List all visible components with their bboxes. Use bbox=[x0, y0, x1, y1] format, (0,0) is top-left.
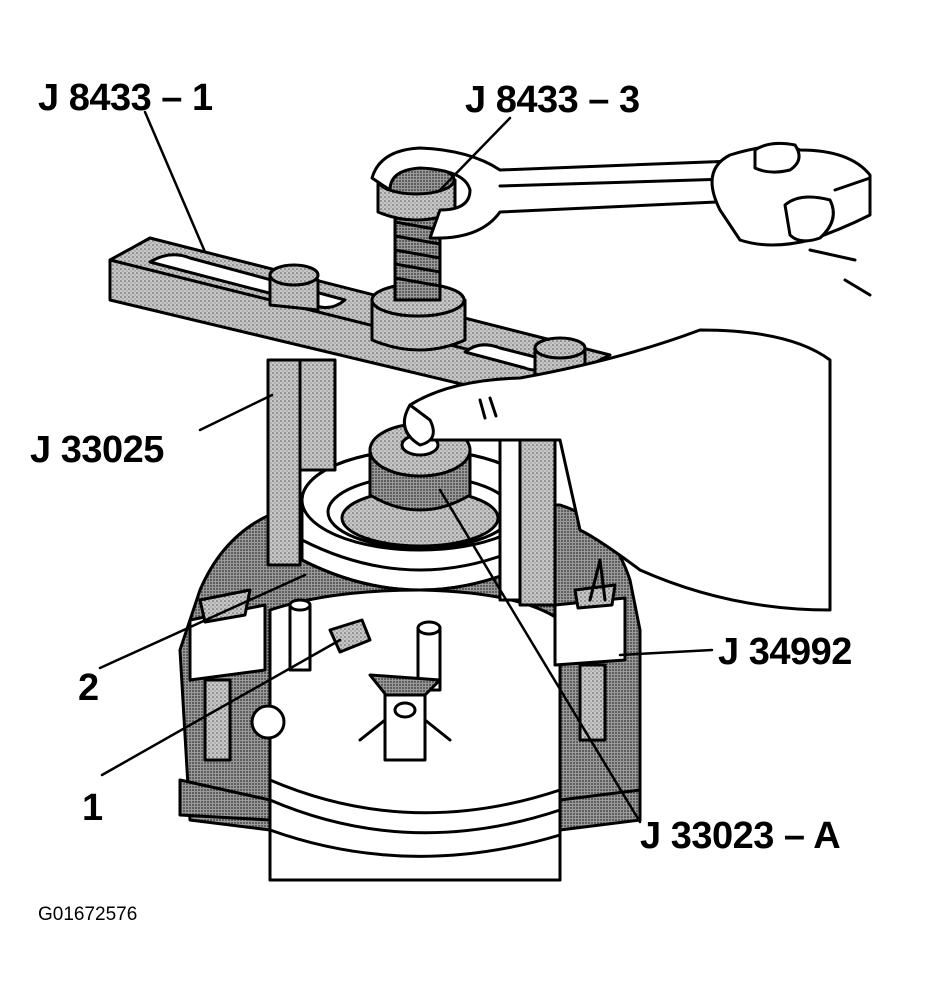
lock-plate-parts bbox=[288, 598, 452, 762]
puller-legs bbox=[266, 358, 557, 607]
forcing-screw bbox=[370, 164, 467, 352]
wrench-and-hand bbox=[370, 141, 872, 612]
leader-j33025 bbox=[198, 393, 274, 432]
label-j33023-a: J 33023 – A bbox=[640, 815, 840, 857]
ring-and-adapter bbox=[300, 422, 540, 592]
fixture-j34992 bbox=[188, 558, 627, 762]
leader-lines bbox=[98, 110, 714, 824]
callout-1: 1 bbox=[82, 787, 103, 829]
puller-crossbar bbox=[108, 236, 612, 412]
label-j33025: J 33025 bbox=[30, 429, 164, 471]
leader-j34992 bbox=[618, 648, 714, 657]
leader-j8433-1 bbox=[143, 110, 207, 254]
leader-j33023-a bbox=[438, 488, 642, 824]
label-j34992: J 34992 bbox=[718, 631, 852, 673]
figure-code: G01672576 bbox=[38, 904, 137, 925]
leader-item-1 bbox=[100, 638, 342, 777]
callout-2: 2 bbox=[78, 667, 99, 709]
leader-j8433-3 bbox=[438, 116, 512, 192]
label-j8433-1: J 8433 – 1 bbox=[38, 77, 213, 119]
label-j8433-3: J 8433 – 3 bbox=[465, 79, 640, 121]
leader-item-2 bbox=[98, 573, 307, 670]
